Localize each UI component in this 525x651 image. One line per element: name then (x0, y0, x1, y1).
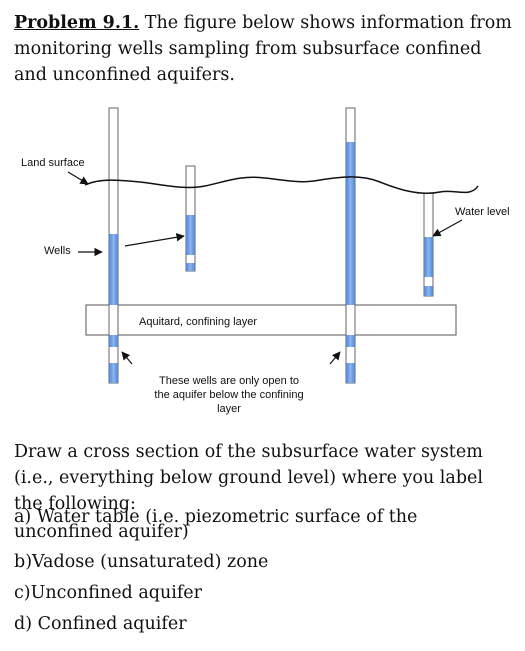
aquitard-layer (85, 304, 457, 336)
wells-figure: Aquitard, confining layer Land surface W… (21, 107, 510, 415)
right-screen-arrow (329, 351, 341, 365)
water-level-arrow (432, 219, 463, 237)
item-a: a) Water table (i.e. piezometric surface… (14, 507, 418, 542)
land-surface-line (84, 176, 479, 194)
item-c: c)Unconfined aquifer (14, 583, 203, 603)
wells-arrow-long (124, 233, 185, 247)
left-screen-arrow (121, 351, 133, 365)
wells-label: Wells (44, 245, 71, 257)
aquitard-label: Aquitard, confining layer (139, 316, 257, 328)
well-2 (185, 165, 196, 272)
item-b: b)Vadose (unsaturated) zone (14, 552, 269, 572)
note-line-1: These wells are only open to (159, 375, 299, 387)
well-3 (345, 107, 356, 384)
water-level-label: Water level (455, 206, 510, 218)
problem-heading: Problem 9.1. (14, 13, 140, 33)
note-line-2: the aquifer below the confining (154, 389, 303, 401)
well-1 (108, 107, 119, 384)
note-line-3: layer (217, 403, 241, 415)
land-surface-label: Land surface (21, 157, 85, 169)
item-d: d) Confined aquifer (14, 614, 187, 634)
land-surface-arrow (67, 171, 89, 185)
problem-text: The figure below shows information from … (14, 13, 512, 85)
problem-statement: Problem 9.1. The figure below shows info… (14, 10, 514, 88)
question-text: Draw a cross section of the subsurface w… (14, 442, 483, 514)
well-4 (423, 192, 434, 297)
